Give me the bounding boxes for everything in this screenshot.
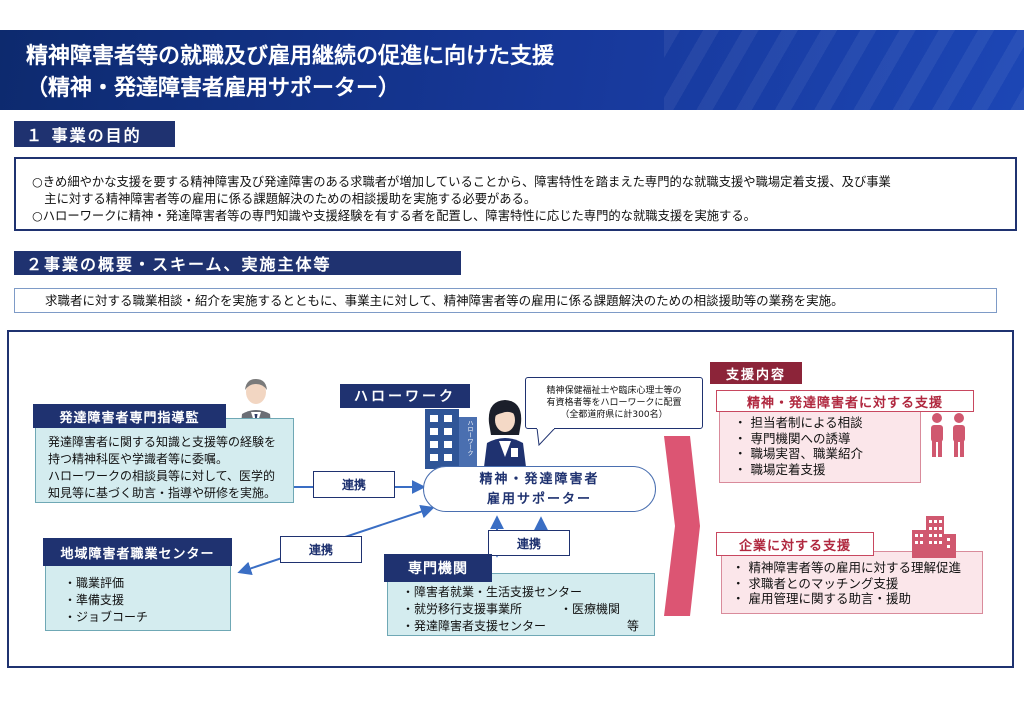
purpose-line: 主に対する精神障害者等の雇用に係る課題解決のための相談援助を実施する必要がある。 — [32, 192, 537, 206]
section1-heading: １ 事業の目的 — [14, 121, 175, 147]
purpose-line: ○ハローワークに精神・発達障害者等の専門知識や支援経験を有する者を配置し、障害特… — [32, 209, 756, 223]
company-support-box: ・ 精神障害者等の雇用に対する理解促進 ・ 求職者とのマッチング支援 ・ 雇用管… — [721, 551, 983, 614]
woman-supporter-icon — [484, 400, 526, 467]
regional-item: ・職業評価 — [64, 576, 125, 590]
regional-center-label: 地域障害者職業センター — [43, 538, 232, 566]
purpose-box: ○きめ細やかな支援を要する精神障害及び発達障害のある求職者が増加していることから… — [14, 157, 1017, 231]
section2-heading: ２事業の概要・スキーム、実施主体等 — [14, 251, 461, 275]
page-title: 精神障害者等の就職及び雇用継続の促進に向けた支援 — [26, 44, 555, 69]
company-support-label: 企業に対する支援 — [716, 532, 874, 556]
supervisor-box: 発達障害者に関する知識と支援等の経験を 持つ精神科医や学識者等に委嘱。 ハローワ… — [35, 418, 294, 503]
regional-item: ・ジョブコーチ — [64, 610, 149, 624]
note-line: （全都道府県に計300名） — [560, 410, 668, 420]
individual-support-box: ・ 担当者制による相談 ・ 専門機関への誘導 ・ 職場実習、職業紹介 ・ 職場定… — [719, 399, 921, 483]
institution-line: ・就労移行支援事業所 — [402, 602, 523, 616]
institutions-box: ・障害者就業・生活支援センター ・就労移行支援事業所 ・発達障害者支援センター — [387, 573, 655, 636]
supervisor-line: ハローワークの相談員等に対して、医学的 — [48, 469, 276, 483]
supporter-oval: 精神・発達障害者 雇用サポーター — [423, 466, 656, 512]
title-banner: 精神障害者等の就職及び雇用継続の促進に向けた支援 （精神・発達障害者雇用サポータ… — [0, 30, 1024, 110]
company-item: ・ 雇用管理に関する助言・援助 — [732, 591, 911, 606]
supervisor-line: 知見等に基づく助言・指導や研修を実施。 — [48, 486, 277, 500]
hellowork-label: ハローワーク — [340, 384, 470, 408]
company-item: ・ 求職者とのマッチング支援 — [732, 575, 899, 591]
supervisor-line: 発達障害者に関する知識と支援等の経験を — [48, 435, 277, 449]
support-heading: 支援内容 — [710, 362, 802, 384]
individual-item: ・ 職場定着支援 — [734, 461, 826, 477]
institution-etc: 等 — [627, 619, 640, 633]
supporter-line2: 雇用サポーター — [486, 492, 592, 507]
supervisor-line: 持つ精神科医や学識者等に委嘱。 — [48, 452, 229, 466]
institutions-label: 専門機関 — [384, 554, 492, 582]
supervisor-label: 発達障害者専門指導監 — [33, 404, 226, 428]
individual-support-label: 精神・発達障害者に対する支援 — [716, 390, 974, 412]
note-bubble-tail — [536, 428, 556, 446]
scheme-frame — [7, 330, 1014, 668]
summary-box: 求職者に対する職業相談・紹介を実施するとともに、事業主に対して、精神障害者等の雇… — [14, 288, 997, 313]
purpose-line: ○きめ細やかな支援を要する精神障害及び発達障害のある求職者が増加していることから… — [32, 175, 891, 189]
institution-line: ・発達障害者支援センター — [402, 619, 547, 633]
supporter-line1: 精神・発達障害者 — [479, 472, 600, 487]
renkei-box-institutions: 連携 — [488, 530, 570, 556]
banner-decoration — [664, 30, 1024, 110]
page-subtitle: （精神・発達障害者雇用サポーター） — [26, 76, 401, 101]
individual-item: ・ 専門機関への誘導 — [734, 430, 851, 446]
regional-center-box: ・職業評価 ・準備支援 ・ジョブコーチ — [45, 562, 231, 631]
people-pair-icon — [931, 413, 965, 457]
company-building-icon — [912, 516, 956, 558]
institution-medical: ・医療機関 — [560, 602, 621, 616]
building-icon — [425, 409, 477, 469]
building-sign: ハローワーク — [466, 420, 473, 456]
note-line: 有資格者等をハローワークに配置 — [546, 398, 682, 408]
note-bubble: 精神保健福祉士や臨床心理士等の 有資格者等をハローワークに配置 （全都道府県に計… — [525, 377, 703, 429]
company-item: ・ 精神障害者等の雇用に対する理解促進 — [732, 560, 961, 575]
renkei-box-regional: 連携 — [280, 536, 362, 563]
note-line: 精神保健福祉士や臨床心理士等の — [546, 386, 682, 396]
individual-item: ・ 職場実習、職業紹介 — [734, 446, 863, 461]
individual-item: ・ 担当者制による相談 — [734, 415, 863, 430]
regional-item: ・準備支援 — [64, 593, 125, 607]
renkei-box-supervisor: 連携 — [313, 471, 395, 498]
institution-line: ・障害者就業・生活支援センター — [402, 585, 583, 599]
